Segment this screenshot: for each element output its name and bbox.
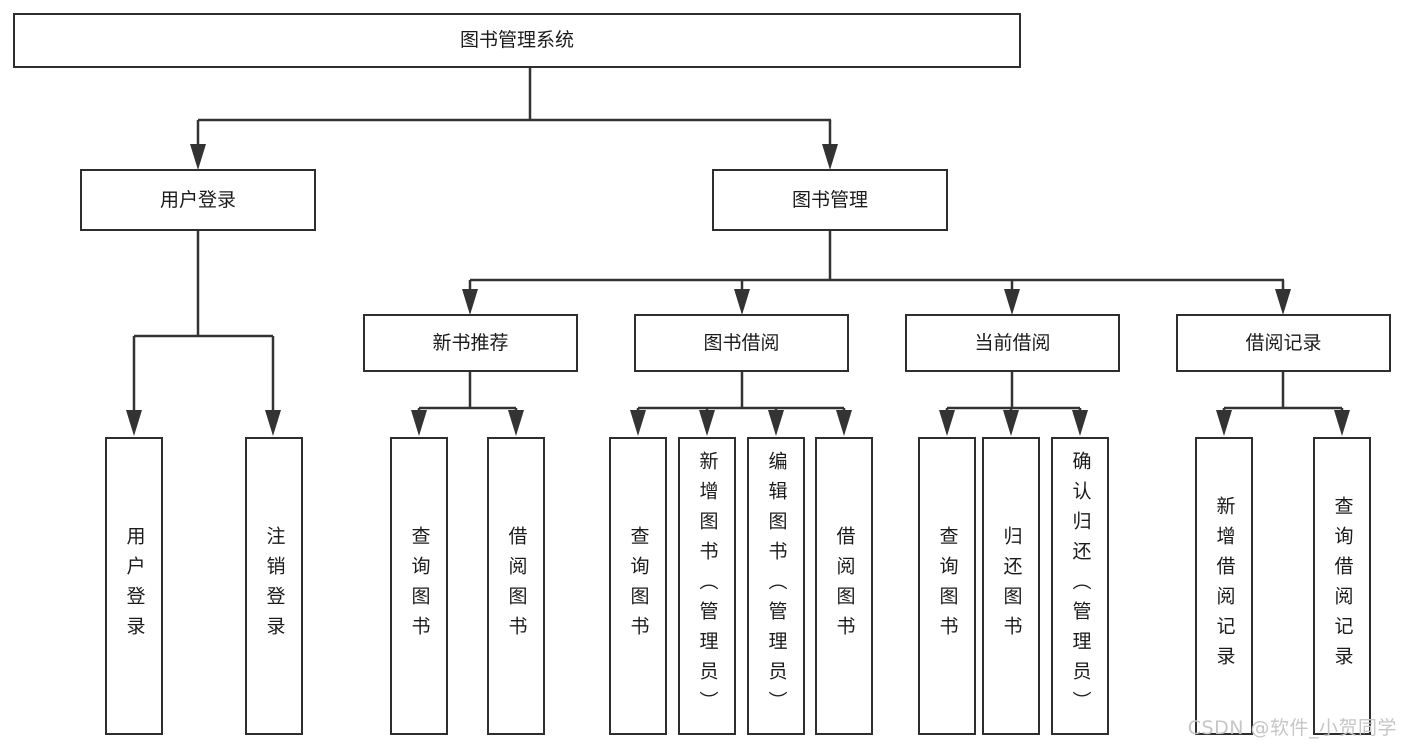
leaf-label: 新增借阅记录 [1213,496,1236,676]
leaf-return-books: 归还图书 [982,437,1040,735]
leaf-label: 用户登录 [123,526,146,646]
leaf-user-login: 用户登录 [105,437,163,735]
node-borrowing-records: 借阅记录 [1176,314,1391,372]
leaf-label: 查询借阅记录 [1331,496,1354,676]
node-current-borrowing: 当前借阅 [905,314,1120,372]
node-label: 新书推荐 [432,331,509,354]
node-book-borrowing: 图书借阅 [634,314,849,372]
arrowhead-icons [126,144,1350,436]
leaf-confirm-return-admin: 确认归还（管理员） [1051,437,1109,735]
leaf-label: 查询图书 [936,526,959,646]
leaf-borrow-books-recommend: 借阅图书 [487,437,545,735]
node-user-login: 用户登录 [80,169,316,231]
leaf-label: 借阅图书 [505,526,528,646]
leaf-add-book-admin: 新增图书（管理员） [678,437,736,735]
watermark: CSDN @软件_小贺同学 [1187,717,1397,739]
node-label: 图书管理系统 [459,29,574,51]
leaf-label: 归还图书 [1000,526,1023,646]
node-label: 图书管理 [791,188,868,211]
leaf-label: 新增图书（管理员） [696,451,719,721]
leaf-label: 查询图书 [408,526,431,646]
leaf-logout: 注销登录 [245,437,303,735]
leaf-borrow-books: 借阅图书 [815,437,873,735]
leaf-label: 借阅图书 [833,526,856,646]
leaf-label: 编辑图书（管理员） [765,451,788,721]
leaf-label: 注销登录 [263,526,286,646]
node-label: 借阅记录 [1245,331,1322,354]
leaf-query-books-current: 查询图书 [918,437,976,735]
leaf-query-borrow-record: 查询借阅记录 [1313,437,1371,735]
leaf-query-books-recommend: 查询图书 [390,437,448,735]
leaf-label: 查询图书 [627,526,650,646]
node-label: 图书借阅 [703,331,780,354]
node-new-book-recommendation: 新书推荐 [363,314,578,372]
leaf-query-books-borrowing: 查询图书 [609,437,667,735]
node-label: 当前借阅 [974,331,1051,354]
node-library-management-system: 图书管理系统 [13,13,1021,68]
leaf-label: 确认归还（管理员） [1069,451,1092,721]
node-book-management: 图书管理 [712,169,948,231]
leaf-edit-book-admin: 编辑图书（管理员） [747,437,805,735]
leaf-add-borrow-record: 新增借阅记录 [1195,437,1253,735]
node-label: 用户登录 [159,188,236,211]
